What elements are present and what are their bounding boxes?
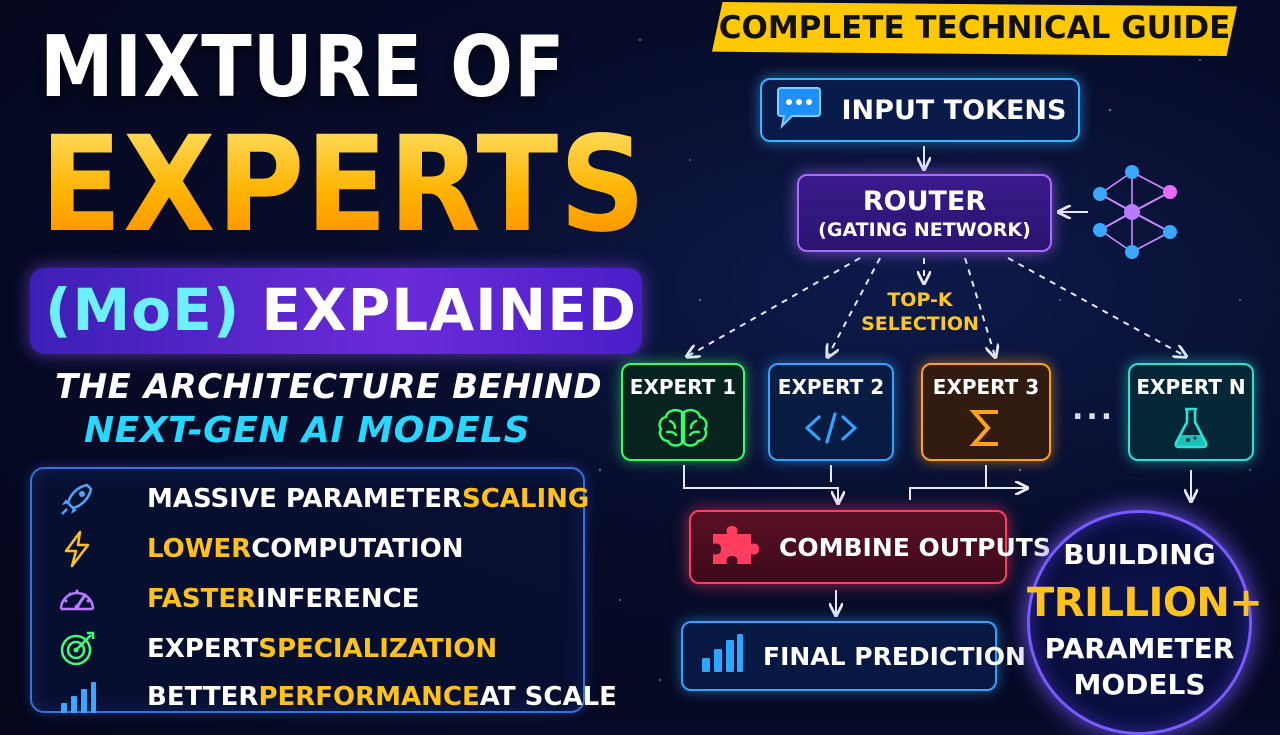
subtitle-line-1: THE ARCHITECTURE BEHIND [55,367,603,407]
expert-3-box: EXPERT 3 [921,363,1051,461]
moe-abbrev: (MoE) [45,276,241,344]
arrow-router-expert1 [688,257,861,356]
features-panel: MASSIVE PARAMETER SCALING LOWER COMPUTAT… [30,467,617,713]
trillion-badge [1027,510,1252,735]
more-experts-ellipsis: ... [1072,392,1116,427]
guide-banner-text: COMPLETE TECHNICAL GUIDE [718,10,1231,46]
feature-accent: SPECIALIZATION [258,634,498,664]
feature-row: EXPERT SPECIALIZATION [54,627,497,671]
brain-icon [655,405,711,451]
feature-accent: SCALING [461,484,590,514]
feature-row: FASTER INFERENCE [54,577,420,621]
neural-network-nodes [1093,165,1177,259]
router-title: ROUTER [862,185,987,217]
feature-text: COMPUTATION [251,534,464,564]
arrow-router-expert3 [964,257,995,356]
expert-n-box: EXPERT N [1128,363,1254,461]
combine-outputs-label: COMBINE OUTPUTS [779,532,1051,562]
arrow-expert1-combine [683,465,838,502]
line-expert3-join [909,465,987,500]
input-tokens-label: INPUT TOKENS [841,94,1067,126]
feature-text: INFERENCE [256,584,420,614]
guide-banner [712,2,1237,56]
badge-line-1: BUILDING [1063,538,1216,571]
topk-label: TOP-K SELECTION [855,288,985,336]
flow-arrows [0,146,1280,720]
feature-accent: FASTER [147,584,257,614]
chat-bubble-icon [774,85,824,136]
expert-1-label: EXPERT 1 [629,375,737,399]
feature-accent: LOWER [147,534,252,564]
feature-row: MASSIVE PARAMETER SCALING [54,477,589,521]
expert-2-label: EXPERT 2 [777,375,885,399]
badge-line-3: PARAMETER [1044,632,1235,665]
arrow-router-expertN [1007,257,1185,356]
feature-text: EXPERT [147,634,259,664]
subtitle-line-2: NEXT-GEN AI MODELS [84,410,531,451]
puzzle-icon [709,520,767,574]
expert-n-label: EXPERT N [1136,375,1246,399]
bar-chart-icon [699,632,745,680]
final-prediction-label: FINAL PREDICTION [763,641,1026,671]
feature-row: BETTER PERFORMANCE AT SCALE [54,675,617,719]
lightning-icon [54,527,100,571]
speedometer-icon [54,577,100,621]
flask-icon [1171,405,1211,451]
topk-line-1: TOP-K [887,289,953,311]
feature-accent: PERFORMANCE [258,682,480,712]
topk-line-2: SELECTION [861,313,979,335]
router-subtitle: (GATING NETWORK) [818,218,1031,241]
router-box: ROUTER (GATING NETWORK) [797,174,1052,252]
feature-row: LOWER COMPUTATION [54,527,464,571]
expert-3-label: EXPERT 3 [932,375,1040,399]
rocket-icon [54,477,100,521]
bar-chart-icon [54,675,100,719]
sigma-icon [966,405,1006,451]
code-icon [801,405,861,451]
combine-outputs-box: COMBINE OUTPUTS [689,510,1051,584]
target-icon [54,627,100,671]
feature-text: MASSIVE PARAMETER [147,484,462,514]
badge-line-2: TRILLION+ [1027,580,1263,626]
feature-text: BETTER [147,682,259,712]
badge-line-4: MODELS [1073,668,1206,701]
moe-title: (MoE) EXPLAINED [45,276,637,344]
expert-2-box: EXPERT 2 [768,363,894,461]
expert-1-box: EXPERT 1 [621,363,745,461]
title-line-1: MIXTURE OF [40,18,566,117]
moe-banner [30,268,642,354]
input-tokens-box: INPUT TOKENS [760,78,1080,142]
explained-word: EXPLAINED [261,276,637,344]
title-line-2: EXPERTS [40,109,647,262]
final-prediction-box: FINAL PREDICTION [681,621,1026,691]
feature-text-tail: AT SCALE [479,682,617,712]
